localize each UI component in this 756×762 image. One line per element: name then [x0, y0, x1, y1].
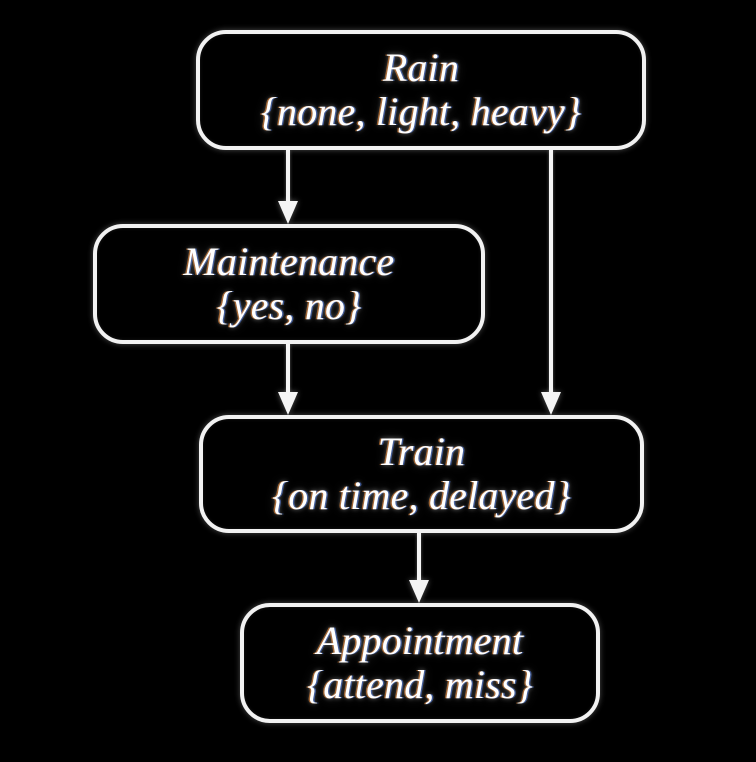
edge-train-to-appointment: [399, 533, 439, 603]
node-rain-label: Rain: [382, 44, 460, 90]
edge-shaft: [549, 150, 553, 394]
node-train-states: {on time, delayed}: [272, 473, 571, 518]
edge-rain-to-train: [531, 150, 571, 415]
node-maintenance-label: Maintenance: [183, 238, 395, 284]
down-arrow-icon: [541, 392, 561, 415]
down-arrow-icon: [409, 580, 429, 603]
node-appointment-label: Appointment: [316, 617, 524, 663]
node-appointment: Appointment {attend, miss}: [240, 603, 600, 723]
node-train-label: Train: [377, 428, 466, 474]
node-appointment-states: {attend, miss}: [307, 662, 533, 707]
node-rain: Rain {none, light, heavy}: [196, 30, 646, 150]
node-rain-states: {none, light, heavy}: [260, 89, 582, 134]
edge-shaft: [286, 150, 290, 203]
edge-shaft: [417, 533, 421, 582]
node-maintenance: Maintenance {yes, no}: [93, 224, 485, 344]
edge-shaft: [286, 344, 290, 394]
node-maintenance-states: {yes, no}: [216, 283, 362, 328]
edge-rain-to-maintenance: [268, 150, 308, 224]
edge-maintenance-to-train: [268, 344, 308, 415]
down-arrow-icon: [278, 392, 298, 415]
down-arrow-icon: [278, 201, 298, 224]
node-train: Train {on time, delayed}: [199, 415, 644, 533]
